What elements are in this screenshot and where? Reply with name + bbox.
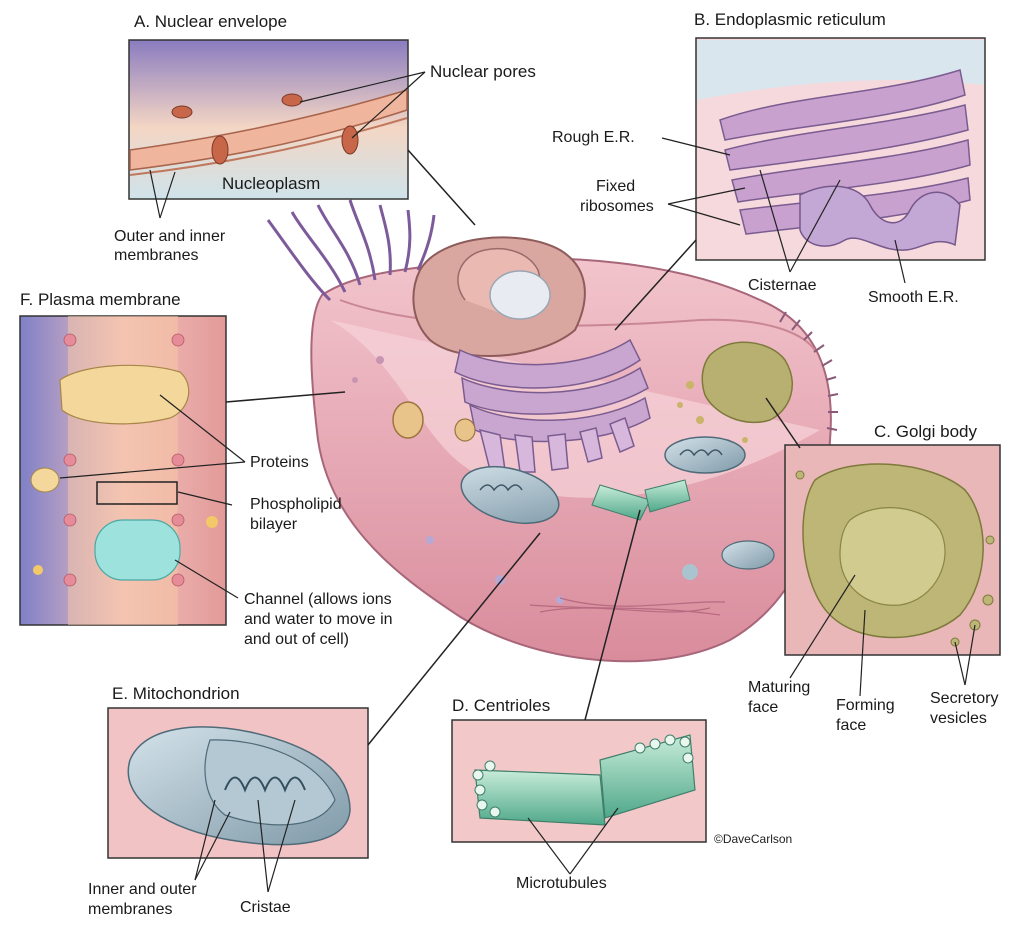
microvilli	[779, 311, 839, 431]
leader-centrioles	[584, 509, 641, 721]
cell-filaments	[529, 597, 726, 616]
label-cisternae: Cisternae	[748, 277, 817, 294]
panel-nuclear-envelope	[128, 39, 409, 200]
label-smooth-er: Smooth E.R.	[868, 289, 959, 306]
label-membranes-a-1: Outer and inner	[114, 228, 226, 245]
label-secretory-vesicles-1: Secretory	[930, 690, 999, 707]
nucleus	[412, 236, 586, 357]
panel-e-title: E. Mitochondrion	[112, 684, 240, 703]
label-channel-3: and out of cell)	[244, 631, 349, 648]
leaders-panel-d	[527, 807, 619, 875]
panel-golgi	[784, 444, 1001, 656]
panel-b-title: B. Endoplasmic reticulum	[694, 10, 886, 29]
label-forming-face-1: Forming	[836, 697, 895, 714]
leader-golgi	[765, 397, 801, 449]
label-nuclear-pores: Nuclear pores	[430, 62, 536, 81]
label-nucleoplasm: Nucleoplasm	[222, 174, 321, 193]
leaders-panel-a	[149, 71, 426, 219]
copyright-notice: ©DaveCarlson	[714, 832, 793, 846]
cell-smooth-er	[478, 417, 635, 473]
label-fixed-ribosomes-1: Fixed	[596, 178, 636, 195]
panel-f-title: F. Plasma membrane	[20, 290, 181, 309]
label-phospholipid-2: bilayer	[250, 516, 298, 533]
panel-mitochondrion	[107, 707, 369, 859]
label-microtubules: Microtubules	[516, 875, 607, 892]
panel-plasma-membrane	[19, 315, 227, 626]
panel-d-title: D. Centrioles	[452, 696, 551, 715]
label-rough-er: Rough E.R.	[552, 129, 635, 146]
leaders-panel-b	[661, 137, 906, 284]
label-cristae: Cristae	[240, 899, 291, 916]
leaders-panel-e	[194, 799, 296, 893]
label-mito-membranes-1: Inner and outer	[88, 881, 197, 898]
leader-er	[614, 239, 697, 331]
panel-er	[695, 37, 986, 261]
label-channel-2: and water to move in	[244, 611, 393, 628]
leader-plasma-membrane	[225, 391, 346, 403]
label-maturing-face-1: Maturing	[748, 679, 811, 696]
cilia	[266, 199, 436, 302]
panel-c-title: C. Golgi body	[874, 422, 977, 441]
cell-er	[454, 338, 651, 443]
label-membranes-a-2: membranes	[114, 247, 199, 264]
cell-vesicles	[352, 356, 698, 604]
leaders-panel-f	[59, 394, 246, 599]
label-channel-1: Channel (allows ions	[244, 591, 392, 608]
panel-a-title: A. Nuclear envelope	[134, 12, 288, 31]
label-forming-face-2: face	[836, 717, 867, 734]
label-fixed-ribosomes-2: ribosomes	[580, 198, 654, 215]
label-secretory-vesicles-2: vesicles	[930, 710, 987, 727]
cell-mitochondria	[460, 436, 775, 570]
leader-mitochondrion	[367, 532, 541, 746]
cell-centrioles	[591, 479, 691, 521]
panel-centrioles	[451, 719, 707, 843]
label-mito-membranes-2: membranes	[88, 901, 173, 918]
leader-nuclear-envelope	[407, 149, 476, 226]
label-maturing-face-2: face	[748, 699, 779, 716]
label-proteins: Proteins	[250, 454, 309, 471]
leaders-panel-c	[789, 574, 976, 697]
label-phospholipid-1: Phospholipid	[250, 496, 342, 513]
